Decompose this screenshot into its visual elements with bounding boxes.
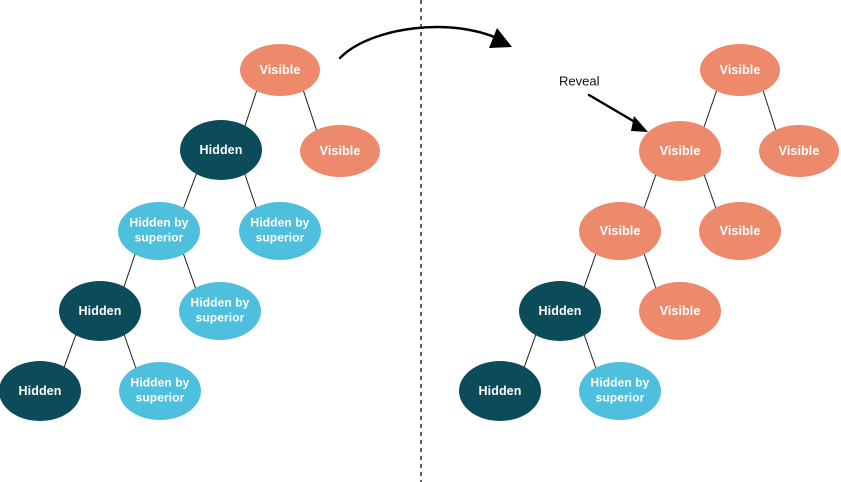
node-ellipse[interactable] [0,361,81,421]
reveal-label: Reveal [559,73,600,88]
node-ellipse[interactable] [639,282,721,340]
tree-node-hidden[interactable]: Hidden [459,361,541,421]
node-ellipse[interactable] [579,362,661,420]
node-ellipse[interactable] [118,202,200,260]
tree-edge [302,90,318,131]
tree-edge [583,334,597,369]
node-ellipse[interactable] [179,282,261,340]
node-ellipse[interactable] [759,125,839,177]
tree-edge [703,90,718,128]
tree-node-visible[interactable]: Visible [300,125,380,177]
node-ellipse[interactable] [239,202,321,260]
tree-node-visible[interactable]: Visible [759,125,839,177]
tree-edge [182,173,198,209]
tree-edge [123,334,137,369]
tree-edge [583,253,597,288]
node-ellipse[interactable] [180,120,262,180]
tree-edge [643,174,657,209]
node-ellipse[interactable] [59,281,141,341]
tree-edge [523,334,537,368]
tree-node-visible[interactable]: Visible [700,44,780,96]
tree-edge [123,253,136,288]
reveal-annotation: Reveal [559,73,648,132]
node-ellipse[interactable] [639,121,721,181]
reveal-arrow [587,93,648,132]
before-tree-edges [63,90,318,369]
tree-edge [63,334,77,368]
transform-arrow [338,25,512,60]
node-ellipse[interactable] [459,361,541,421]
tree-node-hidden[interactable]: Hidden [519,281,601,341]
node-ellipse[interactable] [700,44,780,96]
tree-edge [182,253,197,289]
tree-edge [244,173,257,209]
node-ellipse[interactable] [519,281,601,341]
node-ellipse[interactable] [240,44,320,96]
tree-edge [703,174,717,209]
node-ellipse[interactable] [579,202,661,260]
tree-node-hidden[interactable]: Hidden [59,281,141,341]
tree-edge [244,90,258,127]
tree-node-hidden[interactable]: Hidden [180,120,262,180]
tree-node-hidden[interactable]: Hidden [0,361,81,421]
node-ellipse[interactable] [300,125,380,177]
node-ellipse[interactable] [119,362,201,420]
tree-node-visible[interactable]: Visible [240,44,320,96]
tree-node-visible[interactable]: Visible [699,202,781,260]
node-ellipse[interactable] [699,202,781,260]
after-tree-edges [523,90,777,369]
tree-node-visible[interactable]: Visible [639,121,721,181]
tree-node-visible[interactable]: Visible [639,282,721,340]
tree-node-visible[interactable]: Visible [579,202,661,260]
tree-edge [643,253,657,289]
tree-edge [762,90,777,131]
